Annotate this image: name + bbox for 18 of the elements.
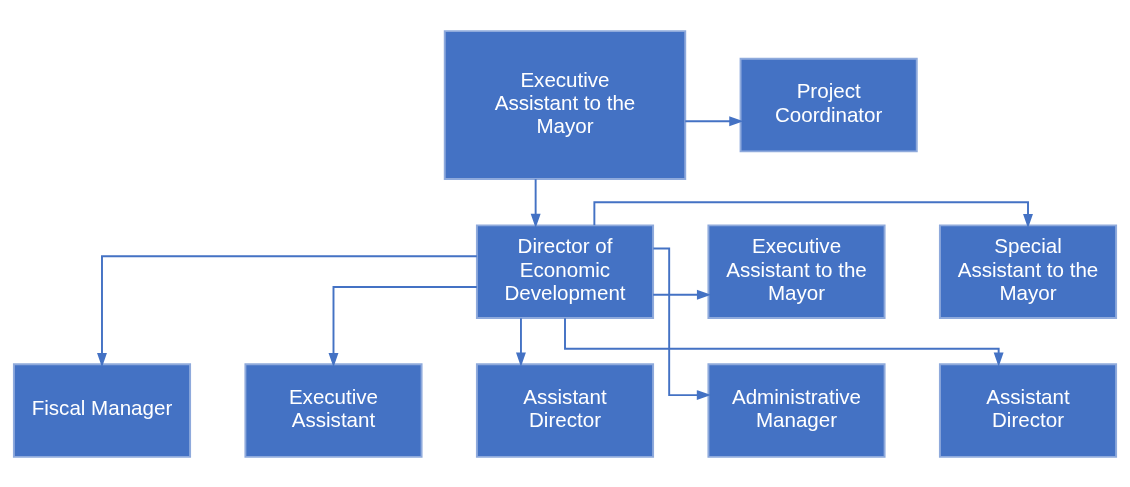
arrow <box>97 254 478 367</box>
arrow <box>516 316 526 367</box>
arrow <box>564 316 1004 367</box>
arrow <box>328 285 478 367</box>
node-box: Assistant Director <box>475 362 655 458</box>
node-box: Assistant Director <box>938 362 1118 458</box>
node-box: Executive Assistant <box>244 362 423 458</box>
arrow <box>684 115 744 126</box>
arrow <box>593 200 1033 228</box>
node-box: Executive Assistant to the Mayor <box>707 223 886 319</box>
node-box: Executive Assistant to the Mayor <box>443 29 687 180</box>
node-box: Project Coordinator <box>739 57 918 152</box>
arrow <box>652 289 712 300</box>
arrow <box>530 177 541 228</box>
node-box: Special Assistant to the Mayor <box>938 223 1118 319</box>
node-box: Director of Economic Development <box>475 223 655 319</box>
node-box: Administrative Manager <box>707 362 886 458</box>
node-box: Fiscal Manager <box>12 362 192 458</box>
